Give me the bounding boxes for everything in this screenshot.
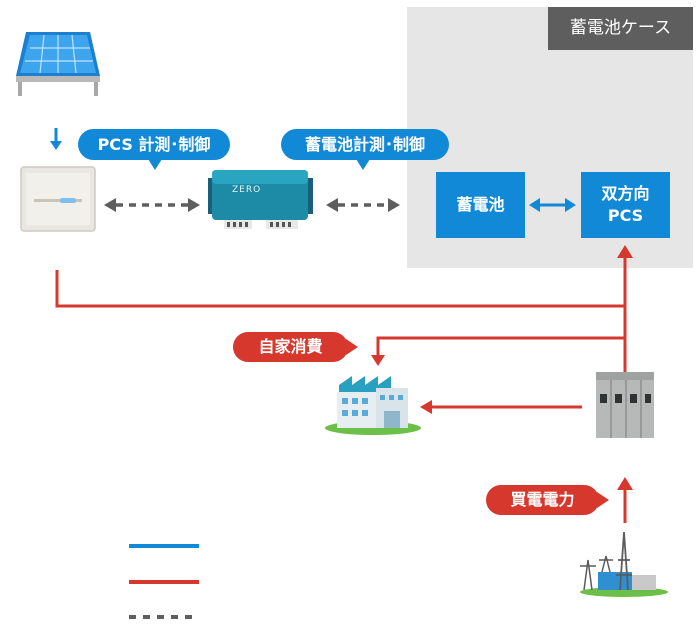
battery-pcs-link: [529, 198, 576, 212]
pcs-unit-icon: [20, 166, 96, 232]
power-station-icon: [580, 531, 668, 597]
battery-measure-label: 蓄電池計測･制御: [281, 129, 449, 160]
purchased-power-label: 買電電力: [486, 485, 599, 515]
self-consumption-label: 自家消費: [233, 332, 348, 362]
self-consumption-pointer: [346, 339, 358, 355]
arrow-up-to-switchgear: [617, 477, 633, 490]
solar-arrow: [50, 128, 62, 150]
pcs-measure-pointer: [148, 159, 162, 170]
battery-measure-pointer: [356, 159, 370, 170]
bidirectional-pcs-box: 双方向 PCS: [581, 172, 670, 238]
legend: [129, 544, 199, 619]
battery-case-label: 蓄電池ケース: [548, 7, 693, 50]
controller-device-icon: [208, 170, 313, 229]
arrow-left-to-factory: [420, 400, 432, 414]
arrow-down-to-factory: [371, 355, 385, 366]
arrow-up-to-pcs: [617, 245, 633, 258]
pcs-measure-label: PCS 計測･制御: [78, 129, 230, 160]
pcs-line2: PCS: [607, 206, 644, 225]
solar-panel-icon: [16, 32, 100, 96]
factory-icon: [325, 376, 421, 435]
switchgear-icon: [596, 372, 654, 438]
purchased-power-pointer: [597, 492, 609, 508]
power-lines: [55, 255, 627, 523]
battery-box: 蓄電池: [436, 172, 525, 238]
device-brand-label: ZERO: [232, 185, 262, 195]
communication-link-2: [326, 198, 400, 212]
pcs-line1: 双方向: [601, 184, 650, 203]
communication-link-1: [104, 198, 200, 212]
